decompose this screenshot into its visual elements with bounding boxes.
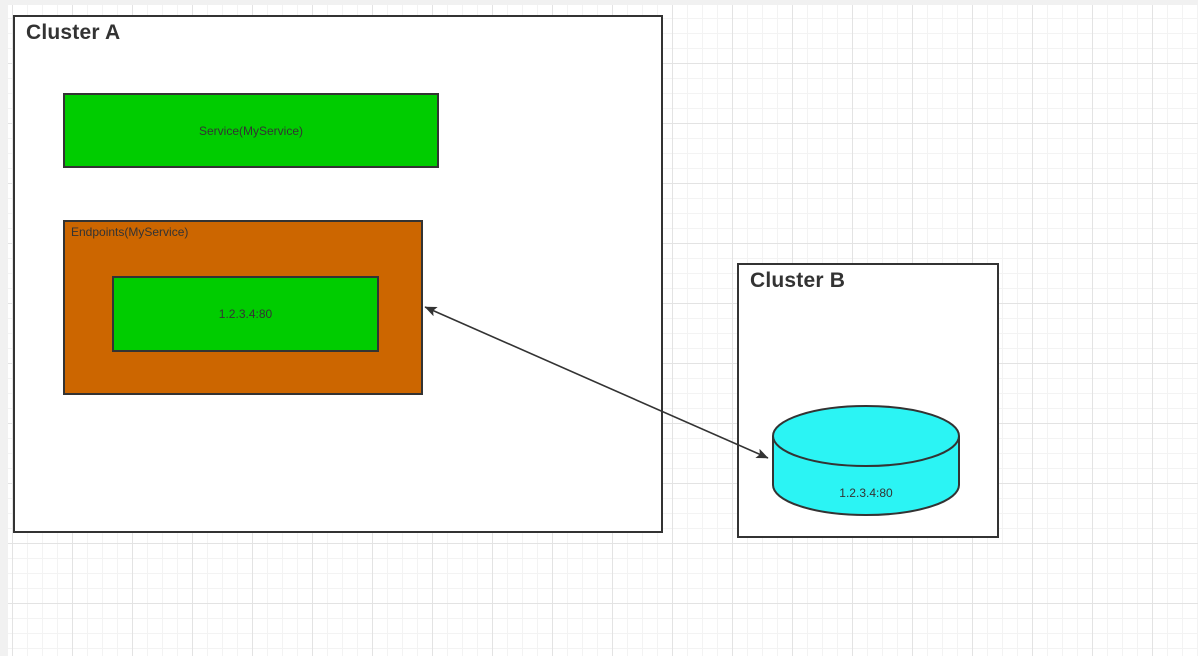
endpoint-item-label: 1.2.3.4:80 xyxy=(218,307,273,321)
cluster-b-box[interactable]: Cluster B 1.2.3.4:80 xyxy=(737,263,999,538)
cluster-a-title: Cluster A xyxy=(26,21,121,44)
endpoints-label: Endpoints(MyService) xyxy=(71,225,189,239)
cylinder-top xyxy=(772,405,960,467)
service-label: Service(MyService) xyxy=(198,123,303,138)
cluster-a-box[interactable]: Cluster A Service(MyService) Endpoints(M… xyxy=(13,15,663,533)
cluster-b-title: Cluster B xyxy=(750,269,846,292)
database-cylinder[interactable]: 1.2.3.4:80 xyxy=(770,404,962,517)
service-box[interactable]: Service(MyService) xyxy=(63,93,439,168)
database-label: 1.2.3.4:80 xyxy=(839,486,893,500)
endpoint-item-box[interactable]: 1.2.3.4:80 xyxy=(112,276,379,352)
endpoints-box[interactable]: Endpoints(MyService) 1.2.3.4:80 xyxy=(63,220,423,395)
